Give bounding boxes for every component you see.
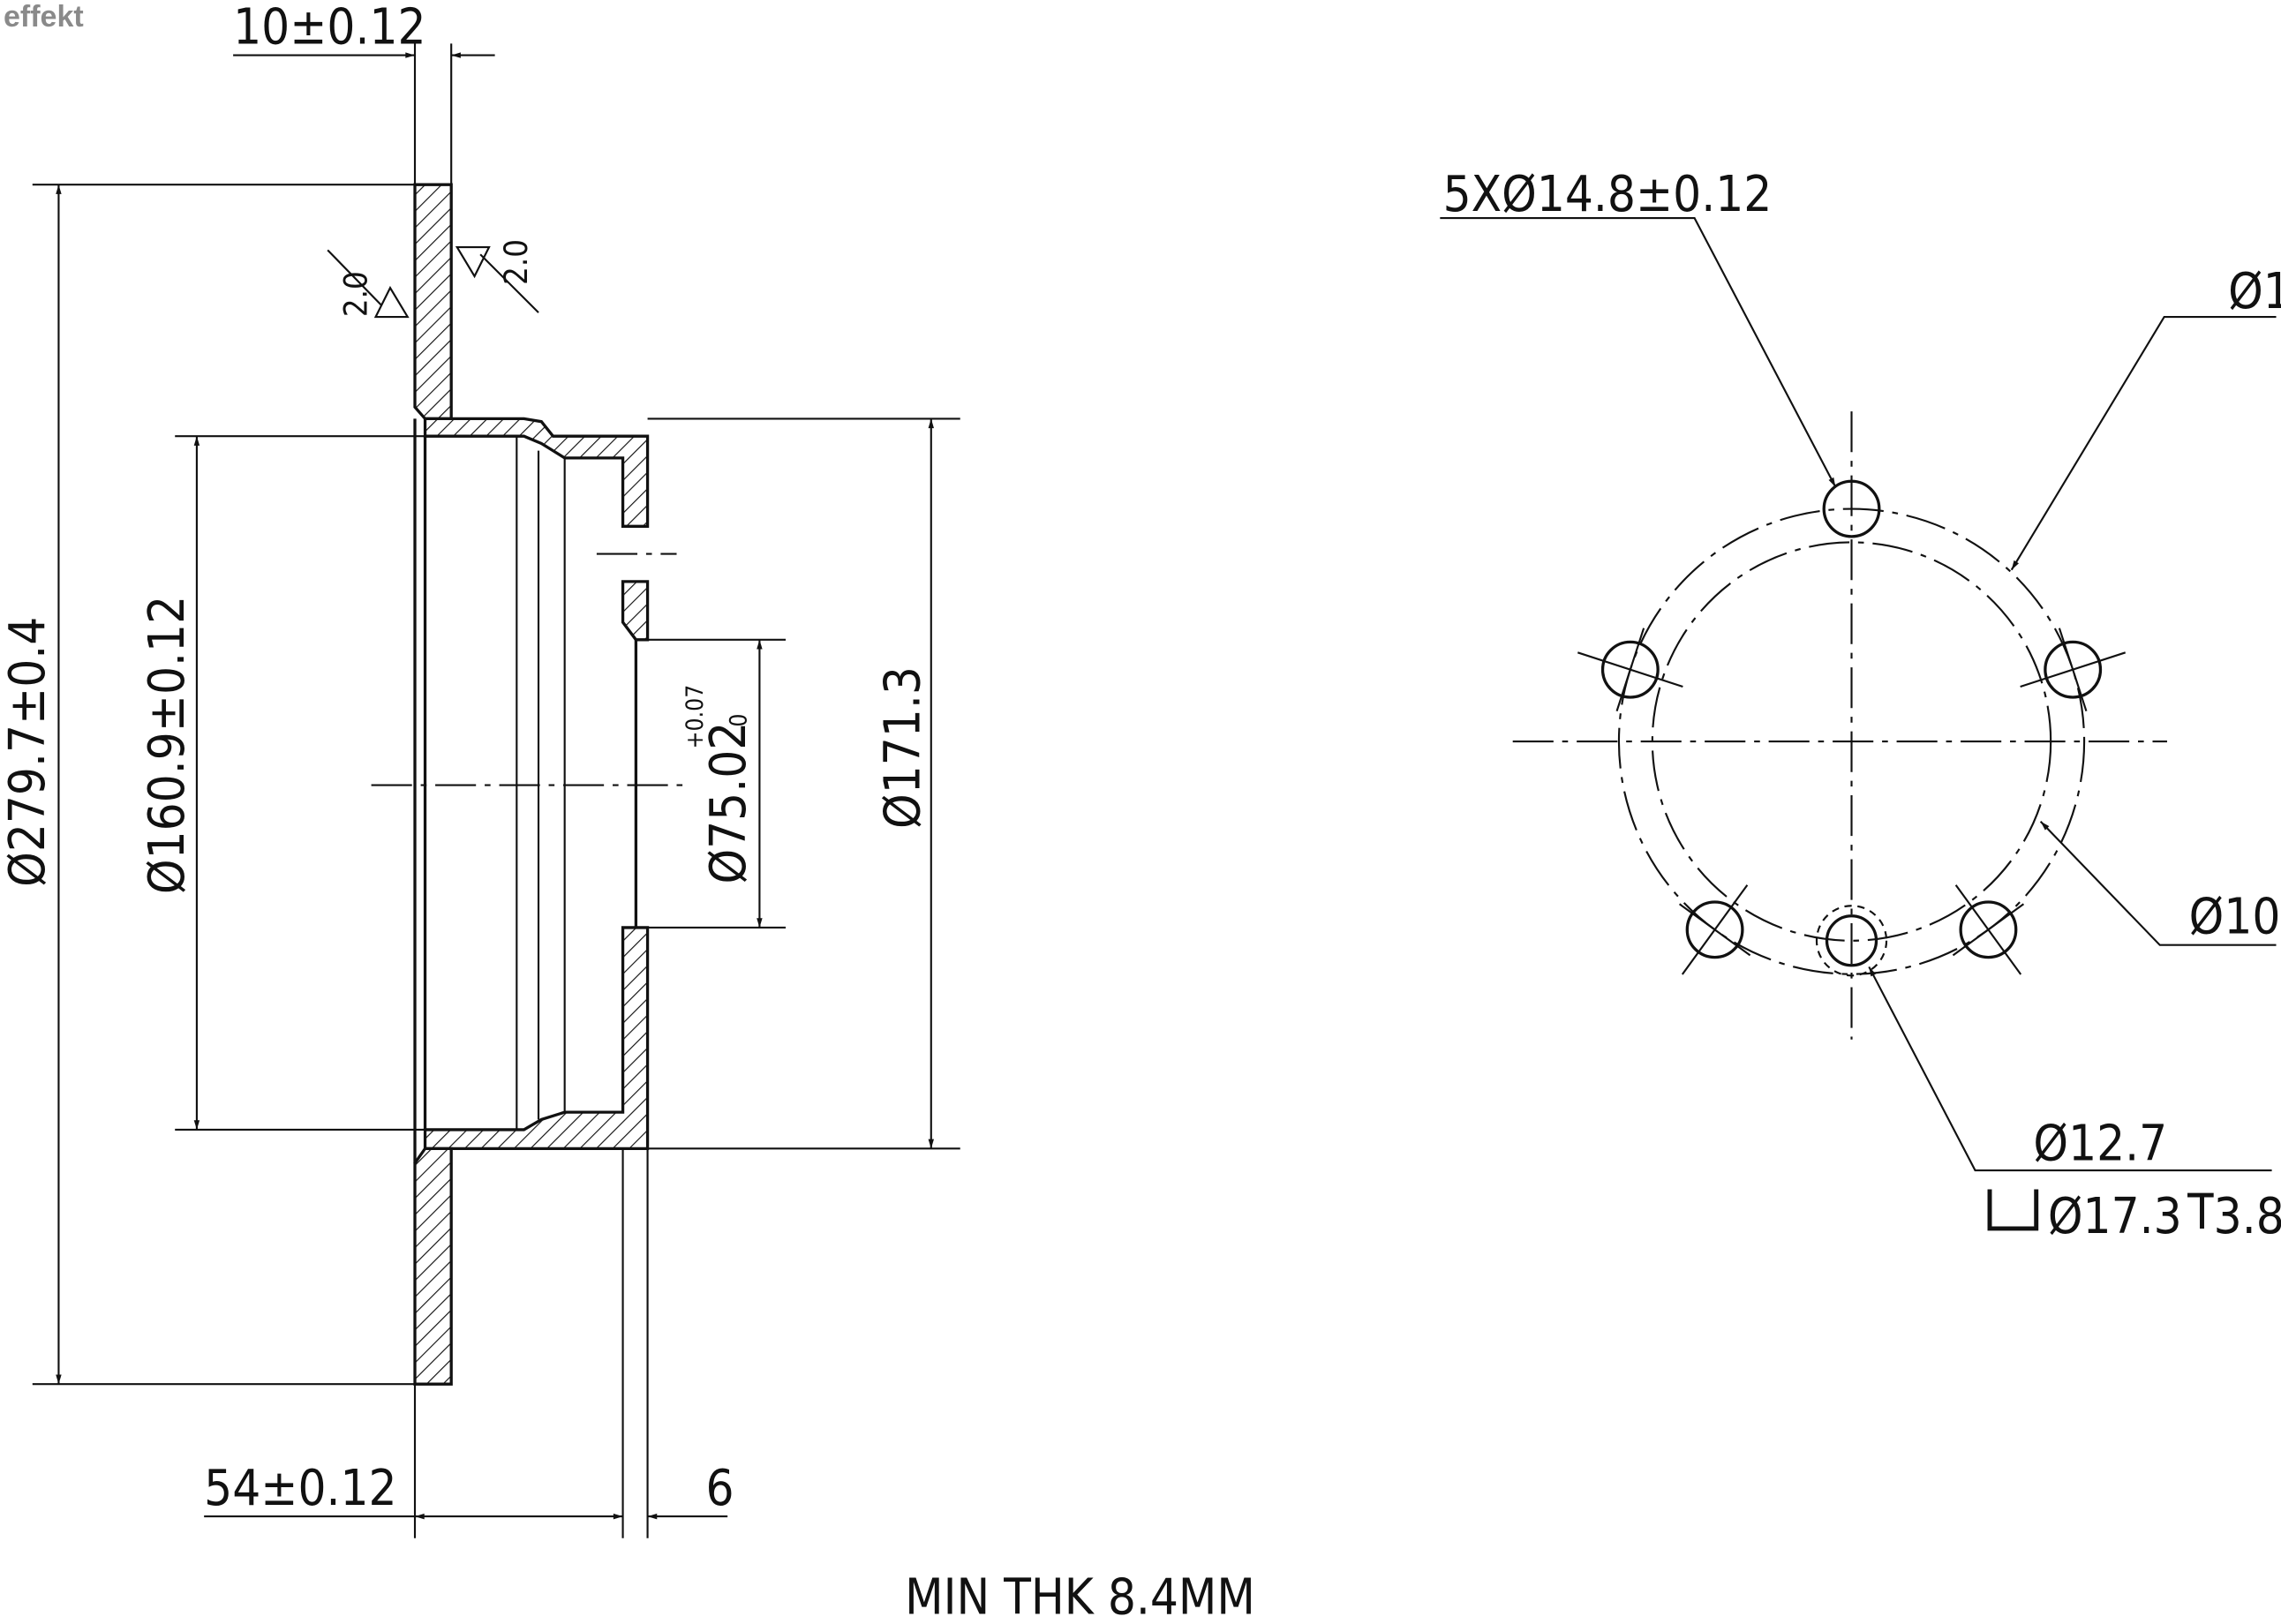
hat-inner-diameter-label: Ø160.9±0.12 xyxy=(139,596,196,894)
runout-left-label: 2.0 xyxy=(337,271,375,317)
hat-wall-label: 6 xyxy=(705,1460,734,1517)
bolt-hole xyxy=(2044,640,2103,699)
hole-tangent-line xyxy=(2058,628,2088,711)
hole-tangent-line xyxy=(1615,628,1645,711)
hole-tangent-line xyxy=(1678,903,1751,957)
pilot-circle xyxy=(1651,541,2052,942)
hat-bottom xyxy=(423,926,650,1150)
bolt-hole xyxy=(1600,640,1660,699)
hat-outer-diameter-label: Ø171.3 xyxy=(875,666,932,829)
bolt-hole xyxy=(1822,479,1881,538)
runout-right-label: 2.0 xyxy=(497,239,535,285)
center-bore-label: Ø75.02 xyxy=(700,722,757,884)
center-bore-tol-upper: +0.07 xyxy=(682,685,709,749)
outer-diameter-label: Ø279.7±0.4 xyxy=(0,617,56,887)
wheel-stud-hole xyxy=(1825,914,1878,967)
pilot-label: Ø104 xyxy=(2189,889,2281,946)
overall-height-label: 54±0.12 xyxy=(204,1460,396,1517)
min-thickness-note: MIN THK 8.4MM xyxy=(905,1568,1255,1624)
bolt-hole xyxy=(1959,900,2018,959)
section-view: 10±0.12 Ø279.7±0.4 Ø160.9±0.12 Ø171.3 Ø7… xyxy=(0,0,960,1538)
disc-flange-bottom xyxy=(413,1147,453,1386)
bolt-holes-label: 5XØ14.8±0.12 xyxy=(1443,166,1773,223)
effekt-logo: effekt xyxy=(4,0,84,34)
counterbore-depth-label: 3.8 xyxy=(2214,1188,2281,1245)
hole-diameter-label: Ø12.7 xyxy=(2033,1116,2167,1173)
disc-flange-top xyxy=(413,183,453,421)
counterbore-label: Ø17.3 xyxy=(2048,1188,2182,1245)
pcd-label: Ø120 xyxy=(2228,263,2281,320)
pcd-circle xyxy=(1617,508,2086,975)
hat-top xyxy=(423,417,650,528)
hole-tangent-line xyxy=(1952,903,2025,957)
face-view: 5XØ14.8±0.12 Ø120 Ø104 Ø12.7 Ø17.3 3.8 xyxy=(1440,166,2281,1245)
bolt-hole xyxy=(1685,900,1744,959)
flange-thickness-label: 10±0.12 xyxy=(233,0,425,56)
hat-wall-bore xyxy=(621,580,650,642)
center-bore-tol-lower: 0 xyxy=(726,714,753,727)
